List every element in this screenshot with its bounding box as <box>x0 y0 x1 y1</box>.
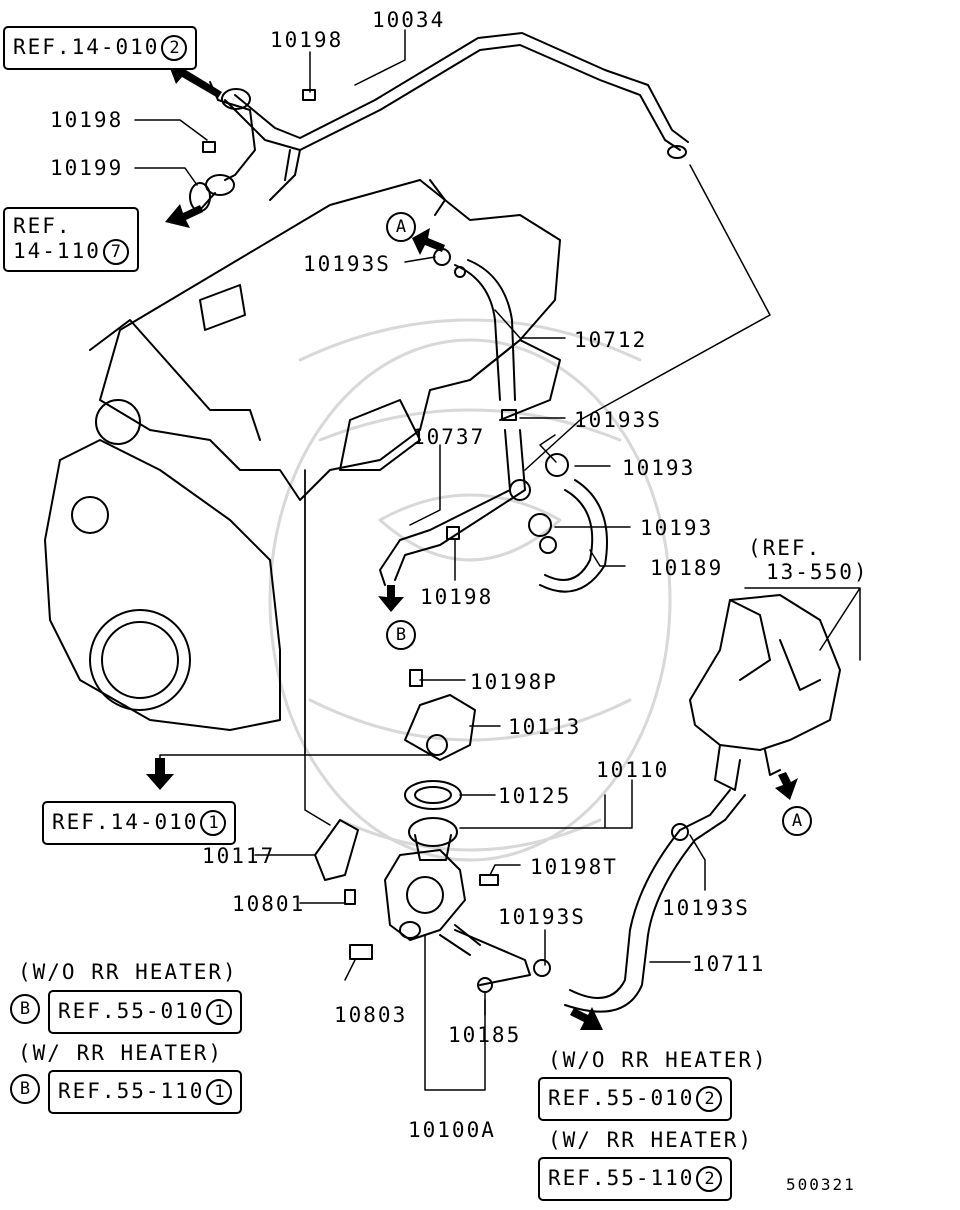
ref-circle-number: 1 <box>200 810 227 836</box>
part-label-10198: 10198 <box>270 28 344 52</box>
ref-circle-number: 1 <box>206 1079 233 1105</box>
part-label-10711: 10711 <box>692 952 766 976</box>
part-label-10198P: 10198P <box>470 670 558 694</box>
thermostat-housing-10113 <box>404 694 476 761</box>
hose-10712 <box>454 259 516 401</box>
arrow-icon <box>165 204 203 228</box>
part-label-10198: 10198 <box>50 108 124 132</box>
arrow-icon <box>146 758 174 790</box>
ref-circle-number: 2 <box>696 1166 723 1192</box>
gasket-10125 <box>404 780 462 810</box>
part-label-10034: 10034 <box>372 8 446 32</box>
rear-heater-unit <box>689 594 841 791</box>
part-label-10737: 10737 <box>412 425 486 449</box>
arrow-icon <box>412 228 445 255</box>
water-pipe-10034 <box>224 44 681 151</box>
ref-circle-number: 1 <box>206 999 233 1025</box>
ref-circle-number: 7 <box>102 239 129 266</box>
condition-wo-rr-heater: (W/O RR HEATER) <box>18 960 238 984</box>
flow-arrows <box>146 60 798 1030</box>
hose-upper <box>217 99 256 181</box>
ref-text-line2: 14-110 <box>13 239 101 264</box>
gasket-10117 <box>314 819 359 881</box>
ref-text: REF.55-010 <box>58 999 205 1023</box>
part-label-10193S: 10193S <box>574 408 662 432</box>
part-label-10803: 10803 <box>334 1003 408 1027</box>
water-inlet-10100A <box>384 849 531 986</box>
part-label-10712: 10712 <box>574 328 648 352</box>
ref-circle-number: 2 <box>161 35 188 61</box>
condition-w-rr-heater: (W/ RR HEATER) <box>18 1041 224 1065</box>
part-label-10199: 10199 <box>50 156 124 180</box>
callout-a: A <box>782 806 812 836</box>
pipe-10737 <box>379 429 526 586</box>
diagram-code: 500321 <box>786 1175 856 1194</box>
arrow-icon <box>775 772 798 800</box>
arrow-icon <box>570 1007 603 1030</box>
part-label-10193S: 10193S <box>662 896 750 920</box>
hose-10189 <box>539 479 608 593</box>
part-label-10193S: 10193S <box>303 252 391 276</box>
part-label-10185: 10185 <box>448 1023 522 1047</box>
arrow-icon <box>378 585 404 612</box>
part-label-10193: 10193 <box>622 456 696 480</box>
ref-text: REF.14-010 <box>52 810 199 834</box>
part-label-10801: 10801 <box>232 892 306 916</box>
callout-b: B <box>10 994 40 1024</box>
part-label-10117: 10117 <box>202 844 276 868</box>
ref-text-line1: REF. <box>13 214 72 238</box>
ref-heater-line2[interactable]: 13-550) <box>766 560 869 584</box>
condition-wo-rr-heater: (W/O RR HEATER) <box>548 1048 768 1072</box>
engine-block <box>44 179 561 731</box>
part-label-10100A: 10100A <box>408 1118 496 1142</box>
part-label-10125: 10125 <box>498 784 572 808</box>
callout-b: B <box>10 1074 40 1104</box>
part-label-10198T: 10198T <box>530 855 618 879</box>
part-label-10193: 10193 <box>640 516 714 540</box>
leader-lines <box>134 29 861 1091</box>
hose-10711 <box>564 789 746 1013</box>
callout-a: A <box>386 212 416 242</box>
part-label-10193S: 10193S <box>498 905 586 929</box>
ref-text: REF.55-110 <box>58 1079 205 1103</box>
part-label-10189: 10189 <box>650 556 724 580</box>
ref-heater-line1[interactable]: (REF. <box>748 536 822 560</box>
condition-w-rr-heater: (W/ RR HEATER) <box>548 1128 754 1152</box>
part-label-10198: 10198 <box>420 585 494 609</box>
part-label-10113: 10113 <box>508 715 582 739</box>
thermostat-10110 <box>408 817 458 861</box>
watermark-emblem <box>268 318 672 862</box>
ref-text: REF.55-110 <box>548 1166 695 1190</box>
callout-b: B <box>386 620 416 650</box>
ref-text: REF.55-010 <box>548 1086 695 1110</box>
part-label-10110: 10110 <box>596 758 670 782</box>
ref-text: REF.14-010 <box>13 35 160 59</box>
ref-circle-number: 2 <box>696 1086 723 1112</box>
